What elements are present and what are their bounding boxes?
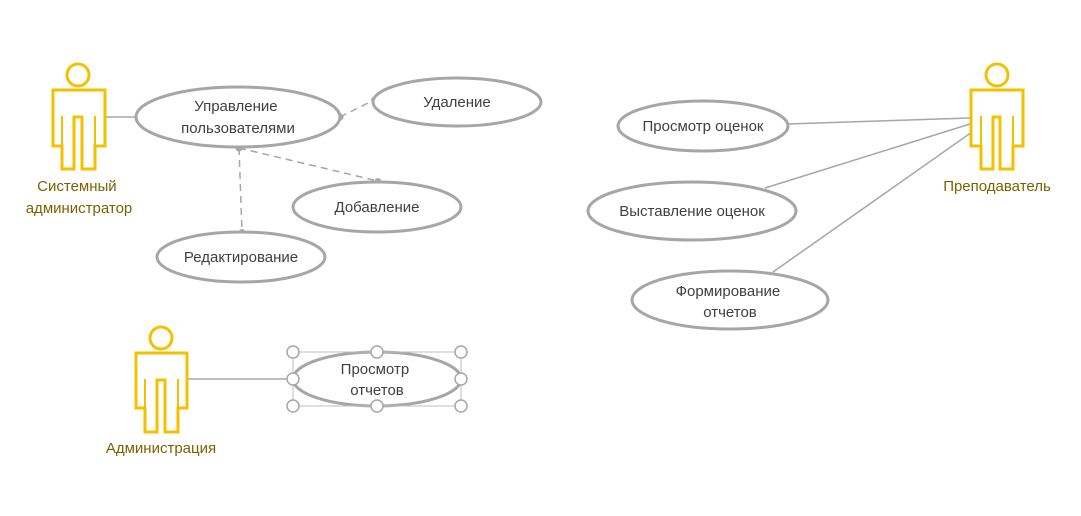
dep-user-management-add	[238, 147, 379, 182]
resize-handle-bottom[interactable]	[370, 399, 384, 413]
selection-frame	[286, 345, 468, 413]
usecase-ellipse	[586, 180, 798, 242]
usecase-view-reports[interactable]: Просмотр отчетов	[291, 350, 463, 408]
resize-handle-top-right[interactable]	[454, 345, 468, 359]
actor-body	[51, 88, 107, 171]
actor-body	[969, 88, 1025, 171]
assoc-teacher-make-reports	[772, 131, 973, 273]
actor-head	[984, 62, 1010, 88]
usecase-label: Формирование отчетов	[676, 283, 785, 321]
usecase-label: Просмотр отчетов	[341, 361, 414, 399]
actor-label-system-administrator: Системный администратор	[26, 178, 133, 217]
usecase-label: Добавление	[335, 199, 420, 216]
resize-handle-bottom-right[interactable]	[454, 399, 468, 413]
actor-administration[interactable]	[134, 325, 189, 434]
usecase-view-grades[interactable]: Просмотр оценок	[616, 99, 790, 153]
actor-label-administration: Администрация	[106, 440, 216, 457]
usecase-ellipse	[291, 180, 463, 234]
dep-user-management-edit	[238, 147, 243, 233]
actor-teacher[interactable]	[969, 62, 1025, 171]
actor-head	[65, 62, 91, 88]
resize-handle-bottom-left[interactable]	[286, 399, 300, 413]
resize-handle-top[interactable]	[370, 345, 384, 359]
resize-handle-right[interactable]	[454, 372, 468, 386]
usecase-label: Управление пользователями	[181, 98, 295, 137]
assoc-teacher-set-grades	[764, 123, 971, 189]
actor-system-administrator[interactable]	[51, 62, 107, 171]
connectors	[106, 116, 973, 380]
resize-handle-left[interactable]	[286, 372, 300, 386]
usecase-ellipse	[155, 230, 327, 284]
usecase-ellipse	[371, 76, 543, 128]
actor-body	[134, 351, 189, 434]
usecase-ellipse	[134, 85, 342, 149]
actor-head	[148, 325, 174, 351]
dependency-connectors	[238, 99, 379, 233]
usecase-label: Редактирование	[184, 249, 298, 266]
usecase-user-management[interactable]: Управление пользователями	[134, 85, 342, 149]
usecase-label: Просмотр оценок	[643, 118, 764, 135]
dep-user-management-delete	[339, 99, 375, 118]
actor-label-teacher: Преподаватель	[943, 178, 1051, 195]
usecase-ellipse	[616, 99, 790, 153]
usecase-make-reports[interactable]: Формирование отчетов	[630, 269, 830, 331]
usecase-edit[interactable]: Редактирование	[155, 230, 327, 284]
resize-handle-top-left[interactable]	[286, 345, 300, 359]
usecase-add[interactable]: Добавление	[291, 180, 463, 234]
assoc-teacher-view-grades	[786, 117, 971, 125]
usecase-set-grades[interactable]: Выставление оценок	[586, 180, 798, 242]
usecase-label: Удаление	[423, 94, 491, 111]
usecase-delete[interactable]: Удаление	[371, 76, 543, 128]
usecase-ellipse	[630, 269, 830, 331]
usecase-label: Выставление оценок	[619, 203, 765, 220]
